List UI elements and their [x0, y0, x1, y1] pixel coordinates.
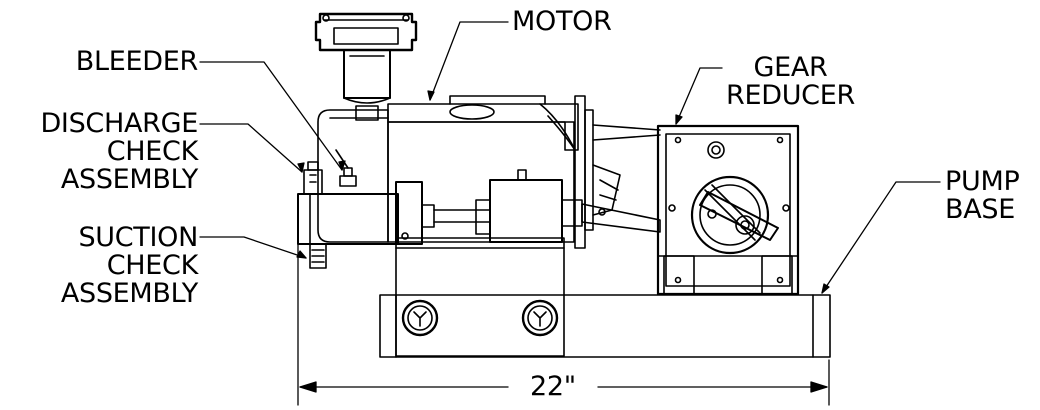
label-gear-reducer: GEAR REDUCER — [726, 52, 855, 111]
leader-lines — [199, 21, 941, 294]
gauge-left-icon — [401, 299, 439, 337]
gear-reducer-shape — [656, 124, 800, 296]
piston-coupling — [395, 169, 661, 245]
pump-head-block — [395, 237, 565, 357]
label-discharge-check-assembly: DISCHARGE CHECK ASSEMBLY — [40, 108, 198, 195]
label-bleeder: BLEEDER — [75, 46, 199, 77]
junction-box — [314, 12, 418, 121]
label-suction-check-assembly: SUCTION CHECK ASSEMBLY — [60, 222, 198, 309]
pump-base-shape — [379, 294, 831, 358]
motor-body — [317, 95, 661, 249]
label-motor: MOTOR — [512, 6, 612, 37]
label-pump-base: PUMP BASE — [945, 166, 1020, 225]
dimension-line — [297, 239, 830, 406]
check-valve-assembly — [297, 149, 399, 269]
dimension-label: 22" — [530, 371, 576, 402]
gauge-right-icon — [521, 299, 559, 337]
